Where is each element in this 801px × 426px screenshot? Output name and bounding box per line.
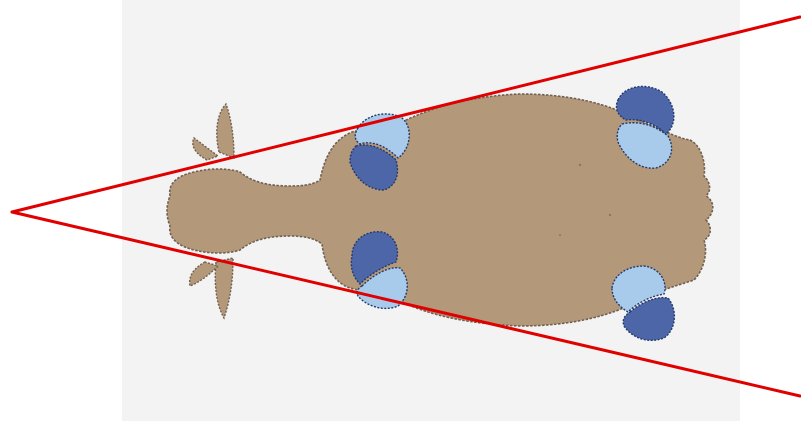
diagram-stage — [0, 0, 801, 421]
animal-vision-diagram — [0, 0, 801, 421]
